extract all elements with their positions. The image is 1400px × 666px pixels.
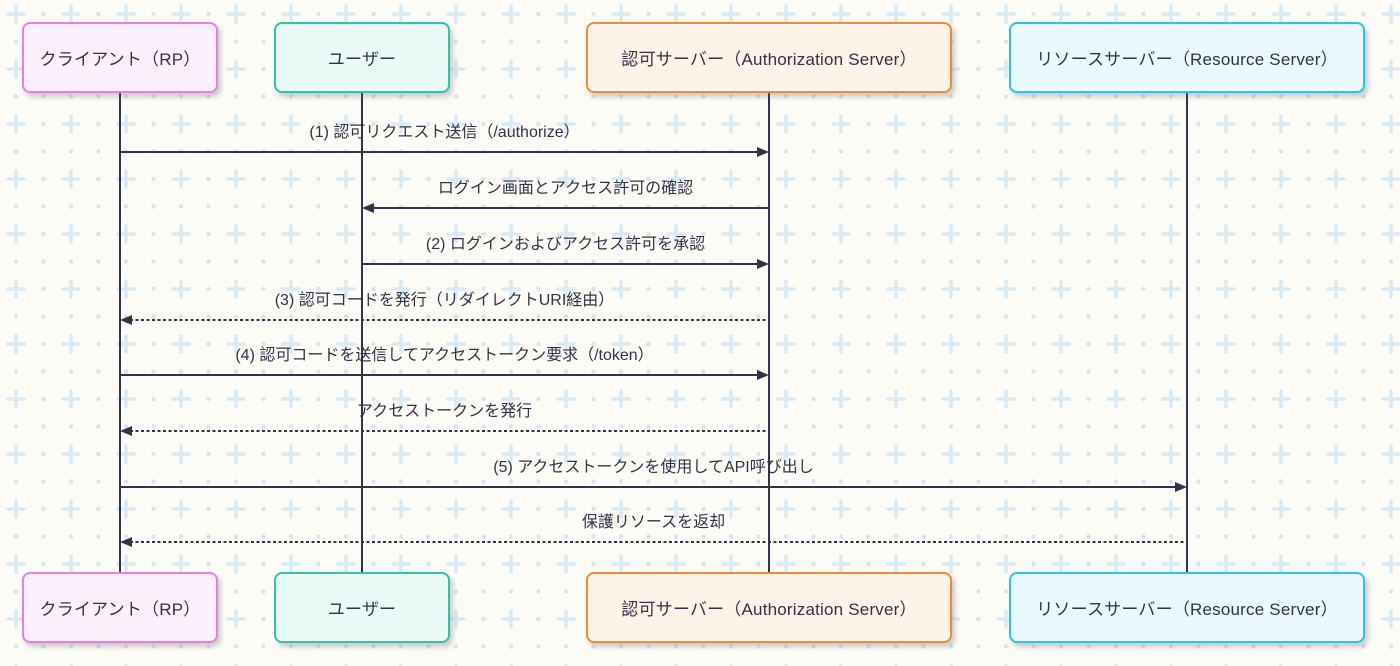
arrowhead-icon <box>120 314 132 325</box>
lifeline-resource <box>1186 92 1188 574</box>
lifeline-auth <box>768 92 770 574</box>
message-line <box>120 373 759 377</box>
arrowhead-icon <box>120 425 132 436</box>
actor-box-resource-top: リソースサーバー（Resource Server） <box>1009 22 1365 93</box>
actor-box-user-top: ユーザー <box>274 22 450 93</box>
message-line <box>130 318 769 322</box>
actor-label: 認可サーバー（Authorization Server） <box>621 50 917 69</box>
arrowhead-icon <box>1175 481 1187 492</box>
arrowhead-icon <box>362 202 374 213</box>
message-label: 保護リソースを返却 <box>581 514 726 531</box>
actor-box-user-bottom: ユーザー <box>274 572 450 643</box>
message-line <box>120 150 759 154</box>
arrowhead-icon <box>757 369 769 380</box>
message-label: (5) アクセストークンを使用してAPI呼び出し <box>493 459 814 476</box>
actor-label: ユーザー <box>327 50 397 69</box>
actor-box-auth-top: 認可サーバー（Authorization Server） <box>586 22 952 93</box>
message-line <box>362 262 759 266</box>
message-label: (3) 認可コードを発行（リダイレクトURI経由） <box>274 292 615 309</box>
actor-label: ユーザー <box>327 600 397 619</box>
actor-label: 認可サーバー（Authorization Server） <box>621 600 917 619</box>
message-line <box>372 206 769 210</box>
message-label: ログイン画面とアクセス許可の確認 <box>437 180 694 197</box>
actor-box-client-top: クライアント（RP） <box>22 22 218 93</box>
message-line <box>130 429 769 433</box>
actor-box-resource-bottom: リソースサーバー（Resource Server） <box>1009 572 1365 643</box>
actor-label: クライアント（RP） <box>39 50 201 69</box>
actor-label: リソースサーバー（Resource Server） <box>1036 600 1338 619</box>
actor-label: リソースサーバー（Resource Server） <box>1036 50 1338 69</box>
lifeline-client <box>119 92 121 574</box>
message-label: (2) ログインおよびアクセス許可を承認 <box>425 236 706 253</box>
arrowhead-icon <box>120 536 132 547</box>
message-line <box>120 485 1177 489</box>
message-label: (1) 認可リクエスト送信（/authorize） <box>309 124 580 141</box>
message-label: アクセストークンを発行 <box>356 403 533 420</box>
arrowhead-icon <box>757 258 769 269</box>
actor-box-client-bottom: クライアント（RP） <box>22 572 218 643</box>
message-label: (4) 認可コードを送信してアクセストークン要求（/token） <box>235 347 654 364</box>
message-line <box>130 540 1187 544</box>
lifeline-user <box>361 92 363 574</box>
actor-label: クライアント（RP） <box>39 600 201 619</box>
actor-box-auth-bottom: 認可サーバー（Authorization Server） <box>586 572 952 643</box>
arrowhead-icon <box>757 146 769 157</box>
